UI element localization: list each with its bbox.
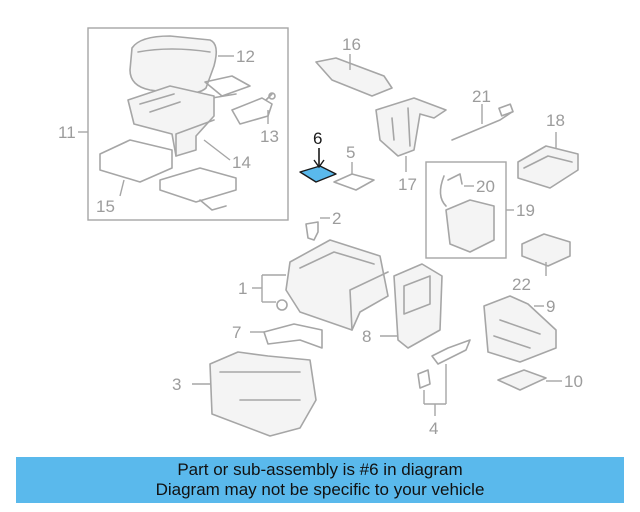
callout-9: 9: [546, 297, 555, 316]
info-banner: Part or sub-assembly is #6 in diagram Di…: [16, 457, 624, 503]
callout-2: 2: [332, 209, 341, 228]
callout-21: 21: [472, 87, 491, 106]
cup-holder-assembly: [483, 295, 557, 363]
callout-6: 6: [313, 129, 322, 148]
callout-5: 5: [346, 143, 355, 162]
console-body: [285, 239, 389, 331]
callout-3: 3: [172, 375, 181, 394]
callout-19: 19: [516, 201, 535, 220]
callout-18: 18: [546, 111, 565, 130]
callout-4: 4: [429, 419, 438, 438]
banner-line-2: Diagram may not be specific to your vehi…: [155, 480, 485, 499]
callout-14: 14: [232, 153, 251, 172]
banner-line-1: Part or sub-assembly is #6 in diagram: [177, 460, 463, 479]
callout-13: 13: [260, 127, 279, 146]
callout-1: 1: [238, 279, 247, 298]
rear-panel: [393, 263, 443, 349]
callout-20: 20: [476, 177, 495, 196]
callout-15: 15: [96, 197, 115, 216]
armrest-lid: [129, 35, 218, 95]
callout-22: 22: [512, 275, 531, 294]
callout-8: 8: [362, 327, 371, 346]
callout-12: 12: [236, 47, 255, 66]
console-base: [209, 351, 317, 437]
control-module: [517, 145, 579, 189]
callout-7: 7: [232, 323, 241, 342]
assembly-box-11: [87, 27, 289, 221]
bracket-assembly: [375, 97, 447, 157]
callout-11: 11: [58, 123, 76, 142]
callout-10: 10: [564, 372, 583, 391]
parts-diagram: 11 12 13 14 15 6 5 16 17: [58, 27, 583, 438]
part-6-highlighted: [299, 165, 337, 183]
callout-16: 16: [342, 35, 361, 54]
storage-bin: [127, 85, 215, 157]
callout-17: 17: [398, 175, 417, 194]
